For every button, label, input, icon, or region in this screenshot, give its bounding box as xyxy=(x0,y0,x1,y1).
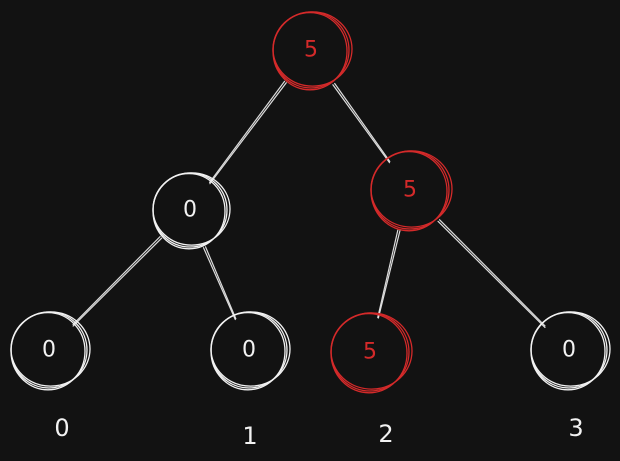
node-circle xyxy=(330,312,408,394)
node-left: 0 xyxy=(152,172,231,250)
node-value: 0 xyxy=(242,338,256,363)
edge-stroke xyxy=(334,82,391,163)
node-leaf-0: 0 xyxy=(10,311,91,391)
edge-stroke xyxy=(202,247,236,321)
edge-left-leaf-1 xyxy=(202,246,237,321)
node-value: 5 xyxy=(363,340,377,365)
node-circle xyxy=(370,150,448,232)
node-value: 0 xyxy=(42,338,56,363)
leaf-indices: 0 1 2 3 xyxy=(54,414,583,450)
node-value: 5 xyxy=(403,178,417,203)
edge-stroke xyxy=(72,237,163,327)
edge-stroke xyxy=(209,82,287,185)
edge-stroke xyxy=(209,80,286,183)
tree-edges xyxy=(72,80,546,329)
node-root: 5 xyxy=(272,11,353,91)
edge-right-leaf-2 xyxy=(377,229,401,319)
node-right: 5 xyxy=(370,150,453,232)
node-circle xyxy=(152,172,226,250)
edge-stroke xyxy=(72,236,161,326)
leaf-index-label: 1 xyxy=(242,422,257,450)
leaf-index-label: 2 xyxy=(378,420,393,448)
node-circle xyxy=(210,311,286,391)
edge-right-leaf-3 xyxy=(437,219,546,329)
edge-left-leaf-0 xyxy=(72,236,163,327)
tree-nodes: 5 0 5 0 0 5 0 xyxy=(10,11,611,394)
node-leaf-1: 0 xyxy=(210,311,291,391)
edge-root-right xyxy=(332,82,391,164)
node-value: 5 xyxy=(304,38,318,63)
node-value: 0 xyxy=(562,338,576,363)
edge-stroke xyxy=(439,219,546,327)
leaf-index-label: 3 xyxy=(568,414,583,442)
edge-stroke xyxy=(377,230,401,319)
node-circle xyxy=(10,311,86,391)
node-circle xyxy=(530,311,606,391)
node-value: 0 xyxy=(183,198,197,223)
edge-stroke xyxy=(204,246,237,320)
edge-root-left xyxy=(209,80,287,185)
leaf-index-label: 0 xyxy=(54,414,69,442)
edge-stroke xyxy=(377,229,399,319)
node-leaf-2: 5 xyxy=(330,312,413,394)
node-leaf-3: 0 xyxy=(530,311,611,391)
edge-stroke xyxy=(437,220,546,329)
node-circle xyxy=(272,11,348,91)
edge-stroke xyxy=(332,84,391,164)
